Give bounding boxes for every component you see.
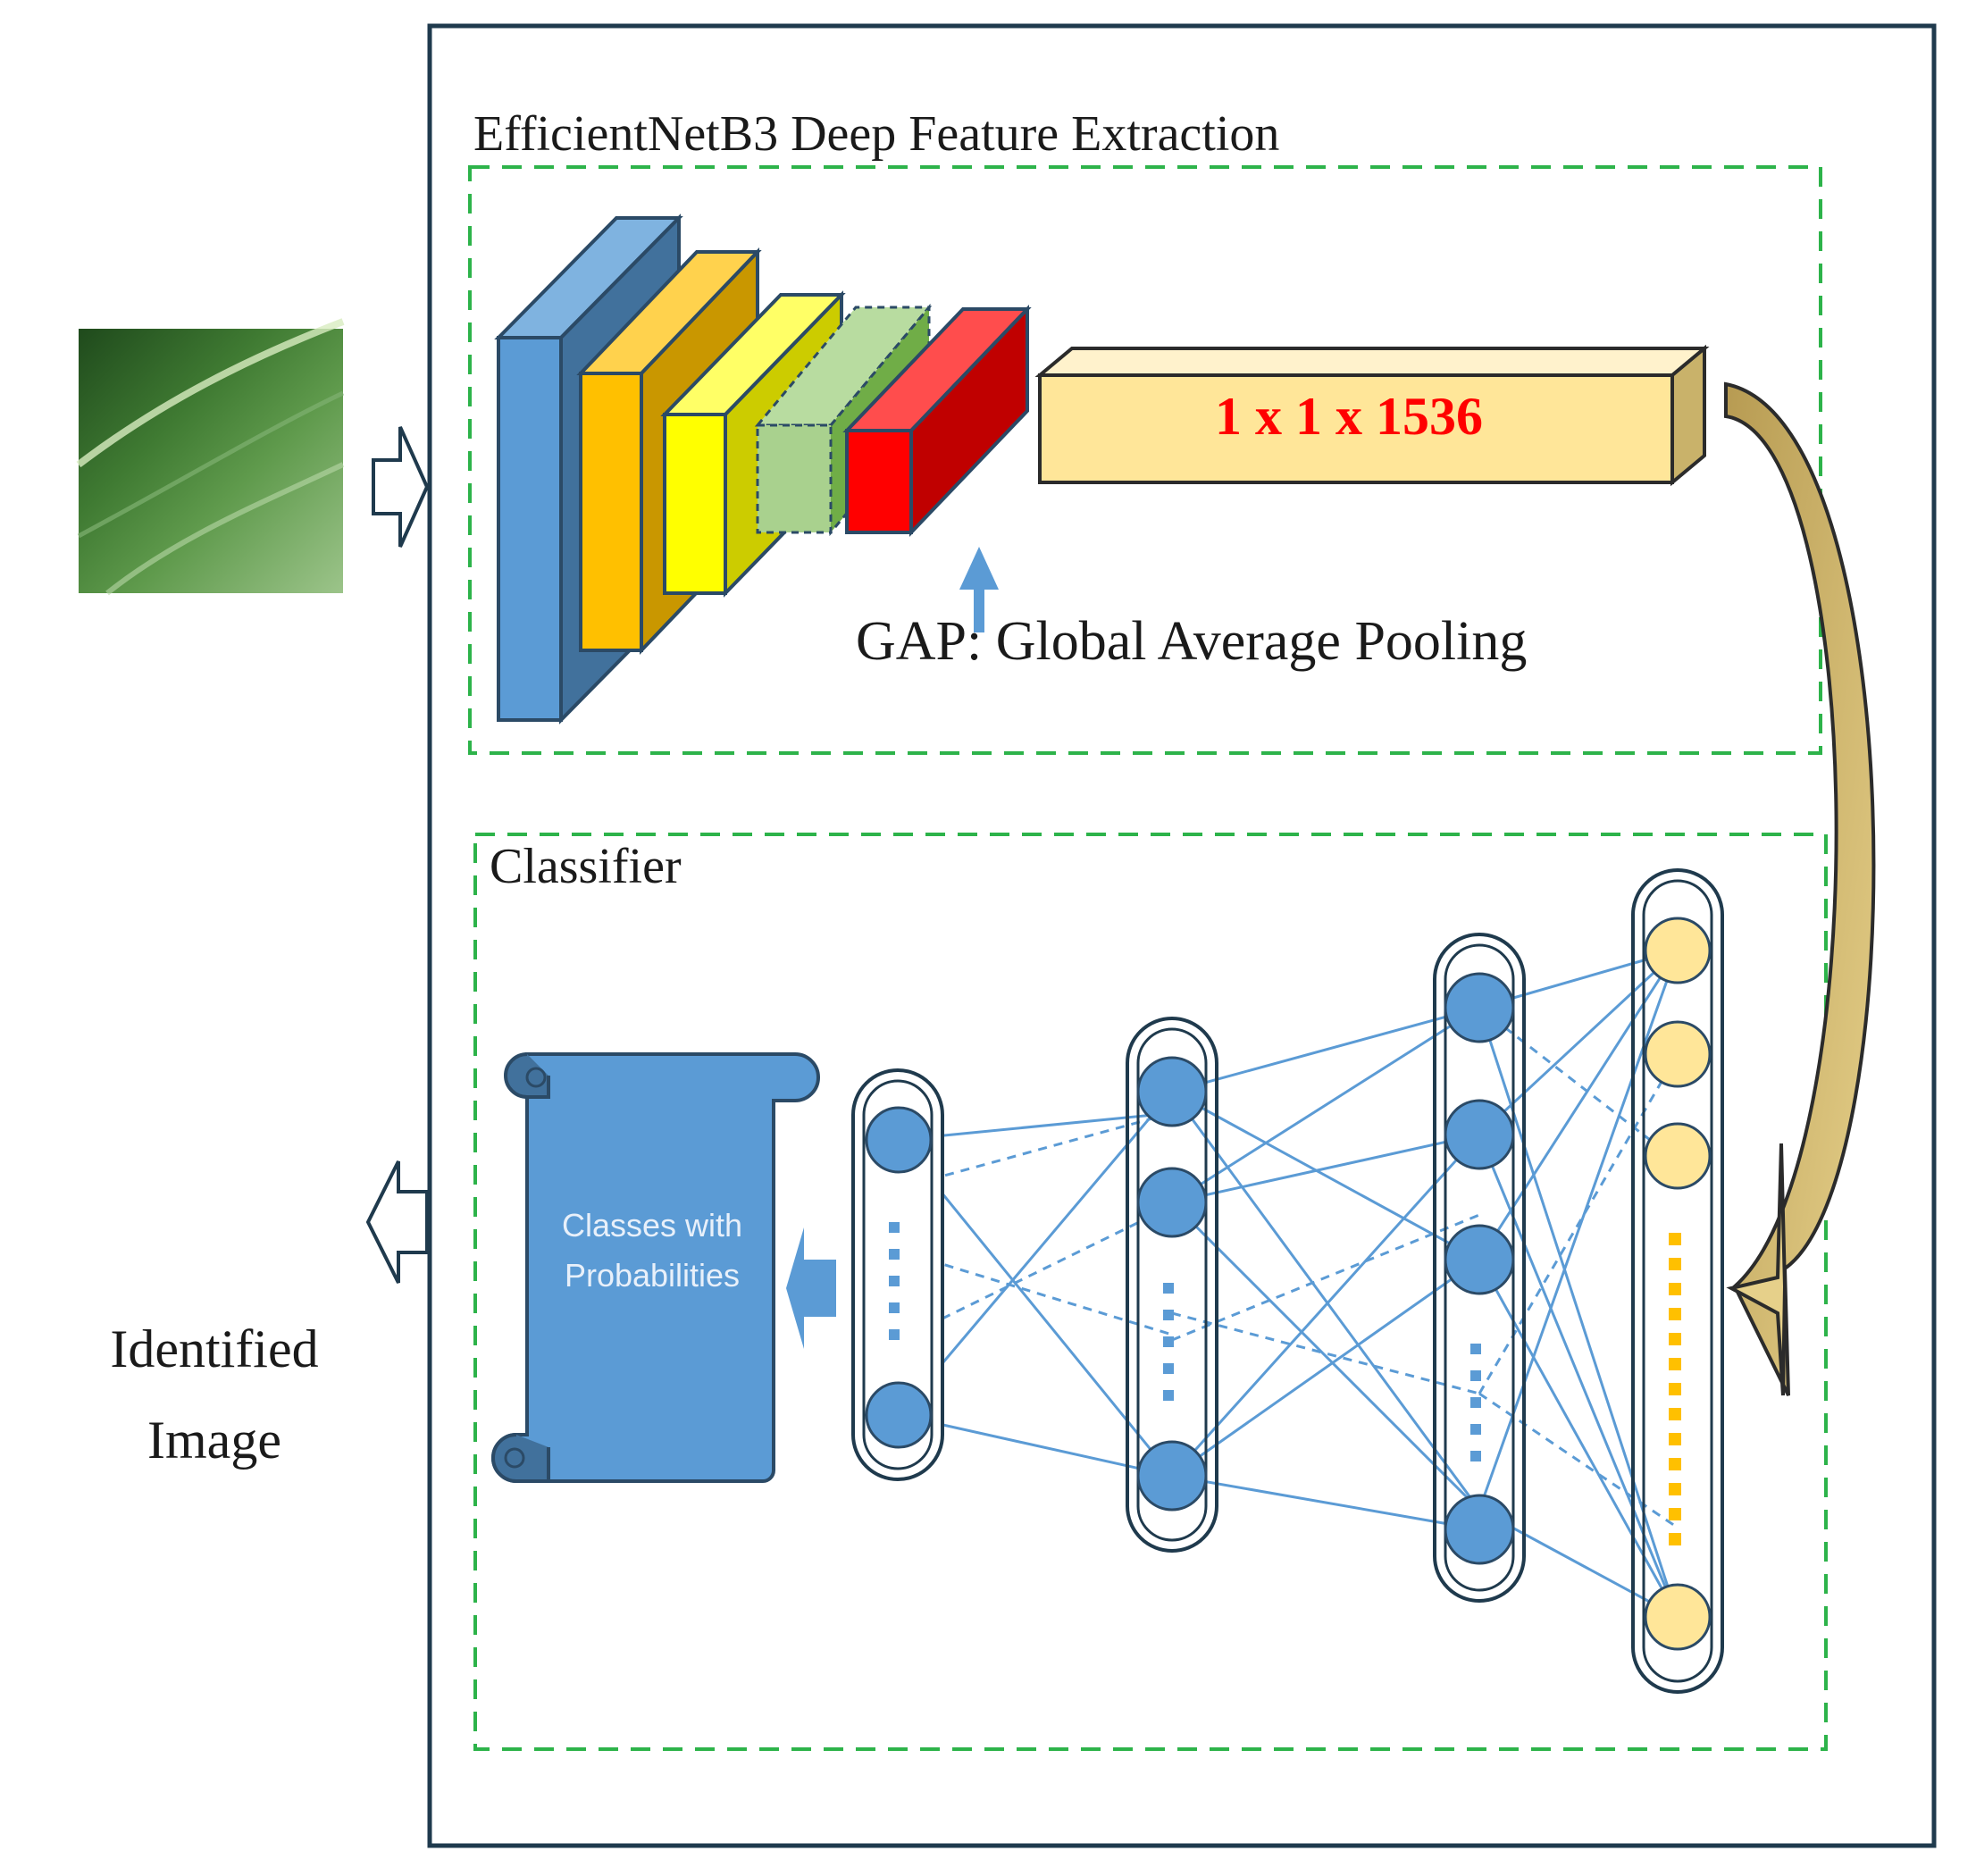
feature-extractor-title: EfficientNetB3 Deep Feature Extraction [473,106,1279,162]
network-connections [897,949,1679,1619]
gap-label: GAP: Global Average Pooling [856,611,1527,672]
curved-arrow-icon [1724,381,1876,1396]
feature-extractor-box [468,165,1822,755]
cnn-block-5 [842,305,1032,537]
input-leaf-image [76,318,345,596]
network-layer-hidden-1 [1433,933,1526,1603]
classifier-title: Classifier [490,839,682,894]
classifier-box [473,833,1828,1751]
feature-vector [1034,344,1710,487]
scroll-icon [491,1052,820,1483]
left-output-arrow-icon [365,1160,429,1284]
network-layer-hidden-2 [1126,1017,1218,1553]
scroll-label-line2: Probabilities [565,1257,740,1294]
output-label-line2: Image [147,1411,281,1470]
right-arrow-icon [372,426,430,548]
feature-vector-label: 1 x 1 x 1536 [1215,387,1483,446]
output-label-line1: Identified [110,1319,318,1378]
left-arrow-icon [786,1227,836,1349]
network-layer-output [851,1068,944,1481]
scroll-label-line1: Classes with [562,1207,742,1244]
network-layer-input [1631,868,1724,1694]
up-arrow-icon [959,547,999,632]
model-frame [427,23,1937,1848]
